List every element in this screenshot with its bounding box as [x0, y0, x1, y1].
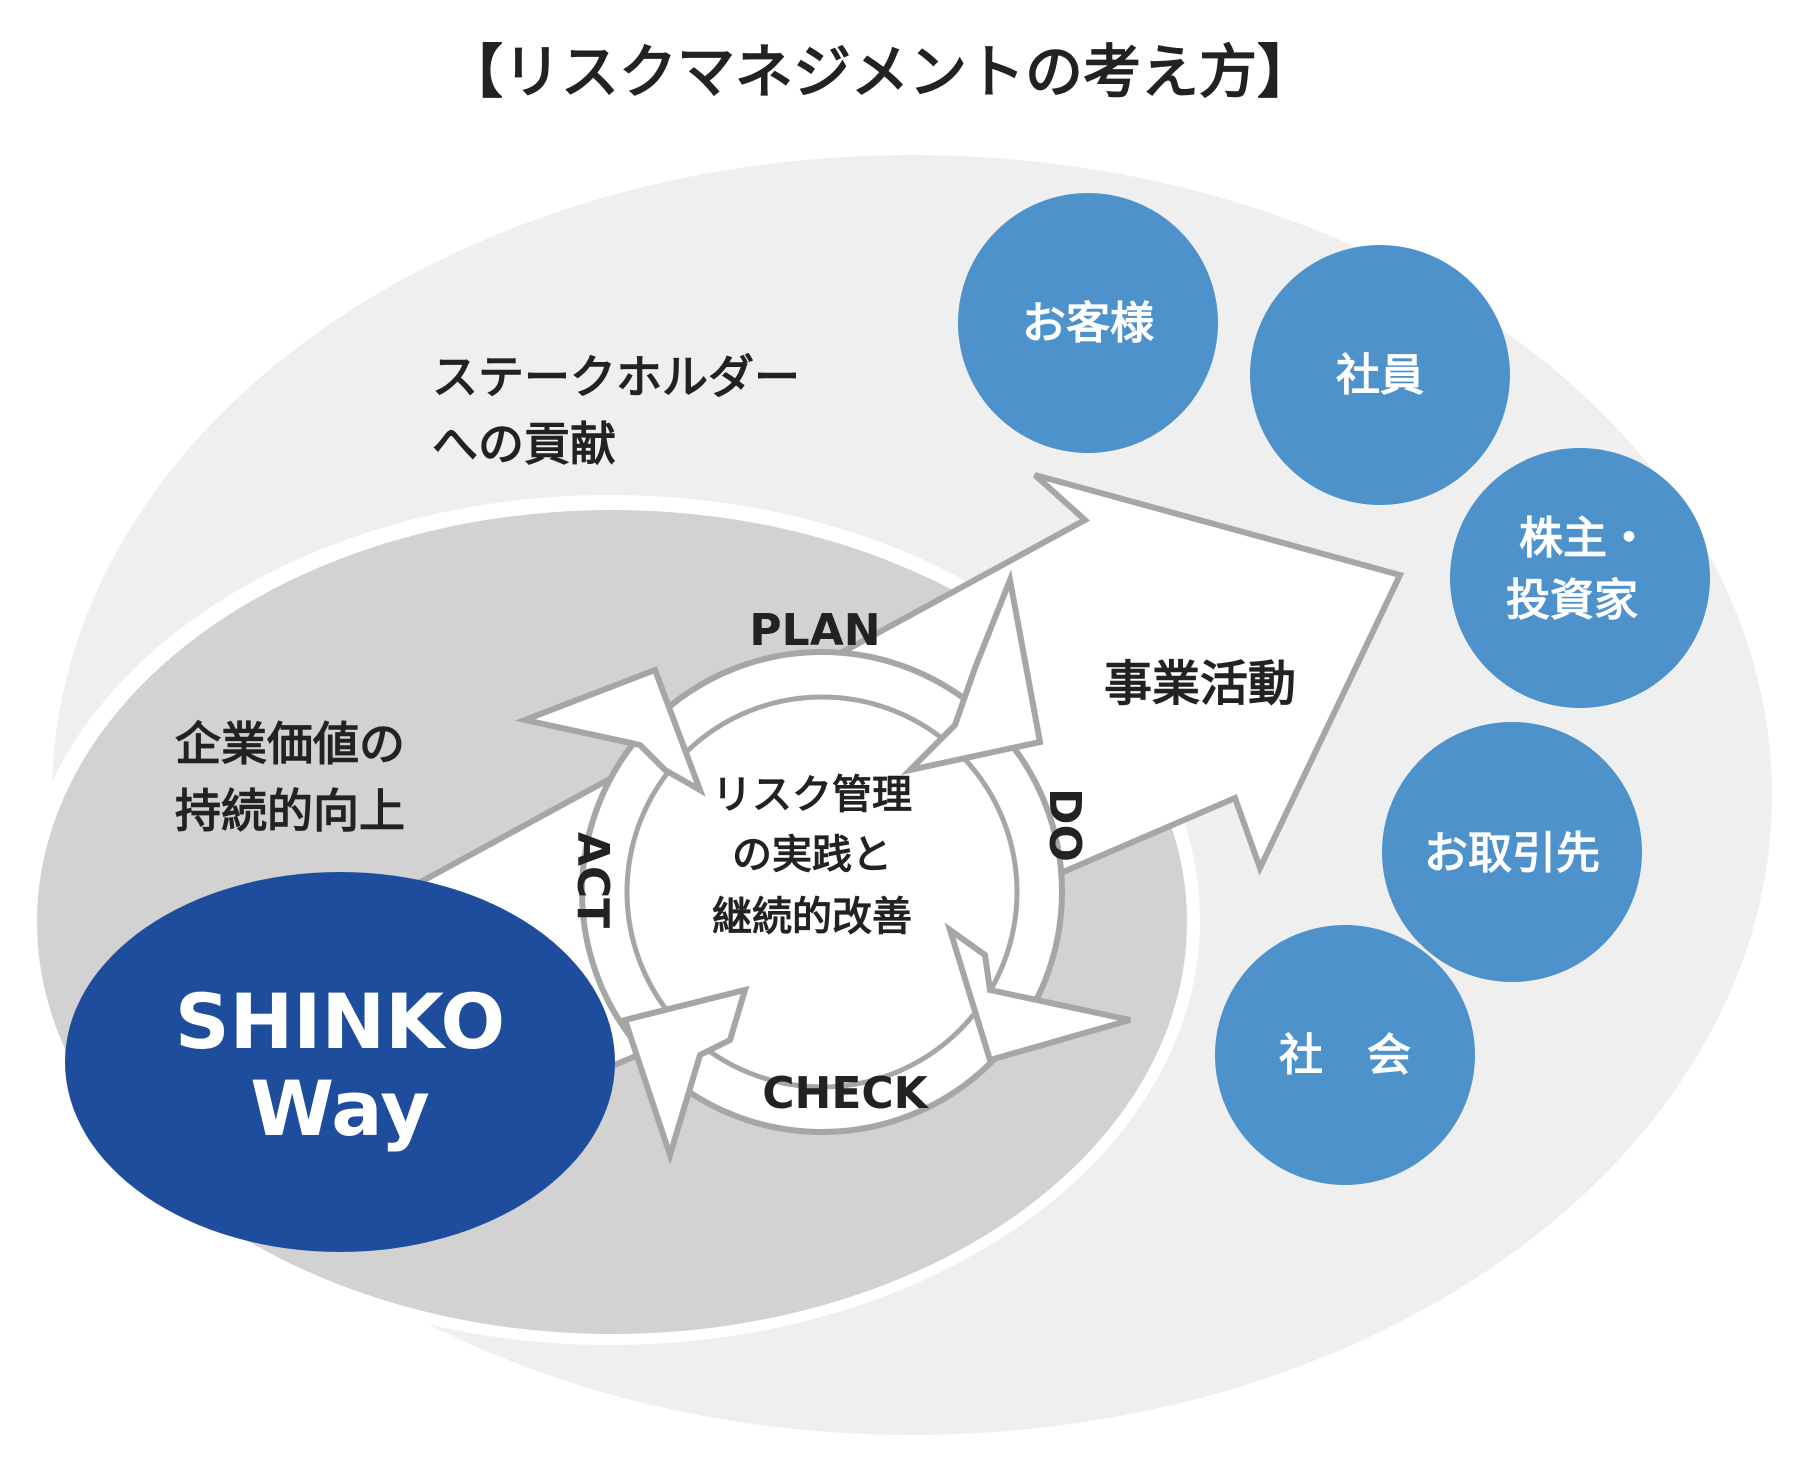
check-label: CHECK [762, 1068, 929, 1119]
shinko-way-ellipse [65, 872, 615, 1252]
act-label: ACT [567, 832, 618, 928]
stakeholder-shareholders-label: 株主・ [1519, 513, 1651, 564]
cycle-center-line3: 継続的改善 [712, 894, 912, 940]
stakeholder-contribution-label: ステークホルダー [432, 350, 800, 404]
stakeholder-employees-label: 社員 [1336, 350, 1424, 401]
act-arrowhead [514, 666, 706, 797]
shinko-way-line1: SHINKO [175, 977, 505, 1066]
stakeholder-contribution-label-line2: への貢献 [432, 417, 616, 471]
cycle-center-line2: の実践と [732, 832, 892, 878]
pdca-ring-inner [624, 694, 1020, 1090]
stakeholder-partners-label: お取引先 [1424, 828, 1600, 879]
shinko-way-line2: Way [250, 1064, 430, 1153]
do-label: DO [1039, 788, 1090, 862]
corporate-value-label: 企業価値の [175, 717, 405, 771]
stakeholder-shareholders: 株主・ 投資家 [1450, 448, 1710, 708]
stakeholder-society-label: 社 会 [1279, 1030, 1411, 1081]
diagram-title: 【リスクマネジメントの考え方】 [445, 38, 1315, 106]
stakeholder-society: 社 会 [1215, 925, 1475, 1185]
plan-arrowhead [900, 569, 1044, 776]
stakeholder-employees: 社員 [1250, 245, 1510, 505]
check-arrowhead [621, 985, 750, 1165]
do-arrowhead [944, 922, 1131, 1064]
stakeholder-customers-label: お客様 [1022, 298, 1155, 349]
corporate-value-label-line2: 持続的向上 [175, 784, 405, 838]
stakeholder-customers: お客様 [958, 193, 1218, 453]
stakeholder-shareholders-label-line2: 投資家 [1506, 575, 1638, 626]
stakeholder-partners: お取引先 [1382, 722, 1642, 982]
business-activity-label: 事業活動 [1104, 656, 1296, 712]
cycle-center-line1: リスク管理 [712, 772, 912, 818]
plan-label: PLAN [749, 605, 880, 656]
